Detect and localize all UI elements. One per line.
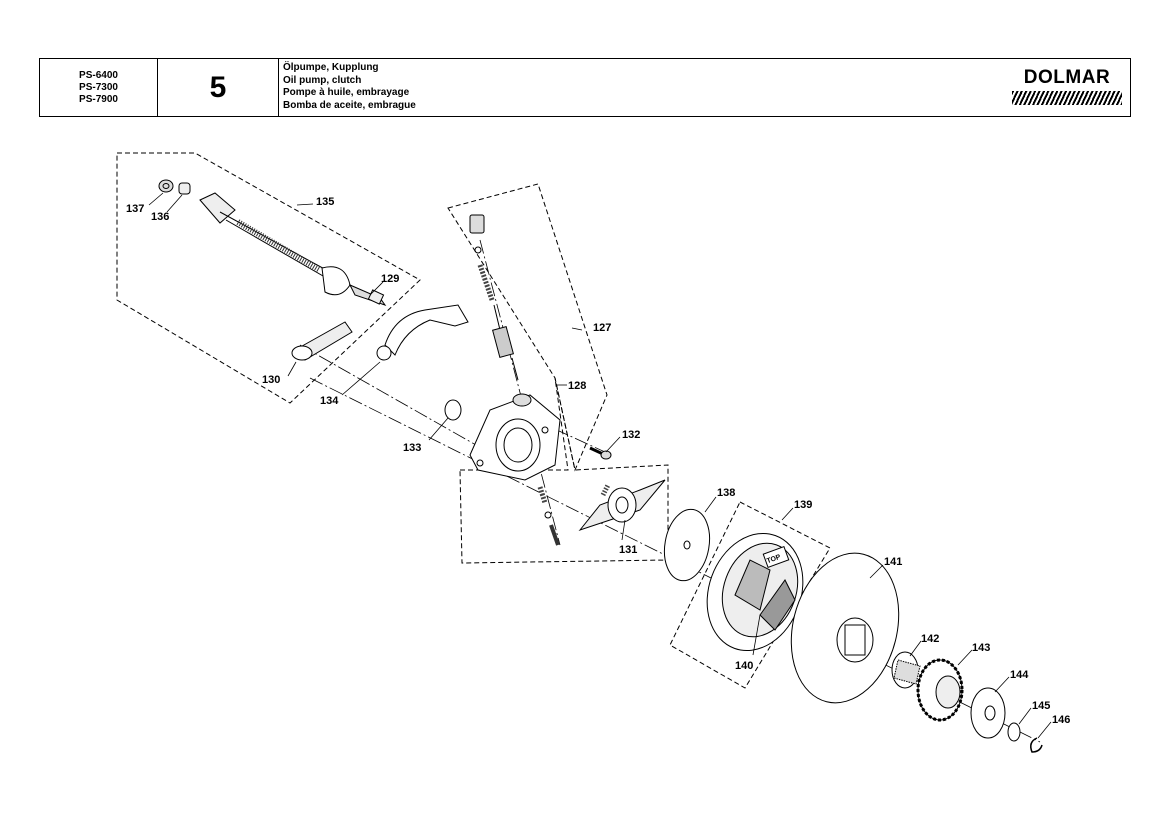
title-french: Pompe à huile, embrayage [283,87,410,98]
axis-line-vertical [479,239,561,546]
group-128-boundary [459,377,669,564]
section-number: 5 [158,59,279,116]
part-127-pump-plunger [469,214,519,381]
title-spanish: Bomba de aceite, embrague [283,99,416,111]
part-pump-valve-spring [537,486,560,546]
part-138-washer [663,508,711,582]
callout-146: 146 [1052,714,1070,726]
title-block: PS-6400 PS-7300 PS-7900 5 Ölpumpe, Kuppl… [39,58,1131,117]
part-145-washer [1007,722,1021,742]
clutch-top-marking: TOP [766,554,782,566]
model-list: PS-6400 PS-7300 PS-7900 [40,59,158,116]
part-142-needle-bearing [891,651,921,689]
title-german: Ölpumpe, Kupplung [283,62,379,73]
title-english: Oil pump, clutch [283,74,362,86]
part-128-oil-pump-housing [469,393,561,481]
callout-139: 139 [794,499,812,511]
callout-134: 134 [320,395,339,407]
part-143-sprocket-rim [916,658,964,722]
part-137-nut [158,179,174,193]
callout-140: 140 [735,660,753,672]
callout-142: 142 [921,633,939,645]
group-139-boundary [669,501,831,689]
callout-141: 141 [884,556,902,568]
callout-138: 138 [717,487,735,499]
part-134-lever [376,304,469,361]
part-131-drive-worm [578,479,666,532]
callout-143: 143 [972,642,990,654]
callout-129: 129 [381,273,399,285]
callout-132: 132 [622,429,640,441]
group-135-boundary [116,152,421,404]
part-133-o-ring [444,399,462,421]
brand-logo: DOLMAR [1012,59,1122,116]
part-146-e-clip [1030,737,1043,753]
callout-131: 131 [619,544,637,556]
part-130-shaft [291,321,353,361]
section-titles: Ölpumpe, Kupplung Oil pump, clutch Pompe… [279,59,879,116]
callout-130: 130 [262,374,280,386]
callout-135: 135 [316,196,334,208]
callout-127: 127 [593,322,611,334]
part-136-bushing [178,182,191,195]
brand-stripes-icon [1012,91,1122,105]
callout-128: 128 [568,380,586,392]
model-ps7900: PS-7900 [79,93,118,105]
callout-137: 137 [126,203,144,215]
part-139-clutch [706,532,804,652]
part-135-adjuster-shaft [199,192,351,296]
leader-lines [148,192,1052,739]
model-ps6400: PS-6400 [79,69,118,81]
callout-144: 144 [1010,669,1029,681]
brand-name: DOLMAR [1023,67,1111,88]
group-127-boundary [447,183,608,472]
callout-145: 145 [1032,700,1050,712]
part-141-clutch-drum [790,552,900,704]
part-129-pin [348,283,387,306]
part-132-screw [589,446,612,460]
callout-136: 136 [151,211,169,223]
callout-133: 133 [403,442,421,454]
model-ps7300: PS-7300 [79,81,118,93]
part-144-washer [970,687,1006,739]
